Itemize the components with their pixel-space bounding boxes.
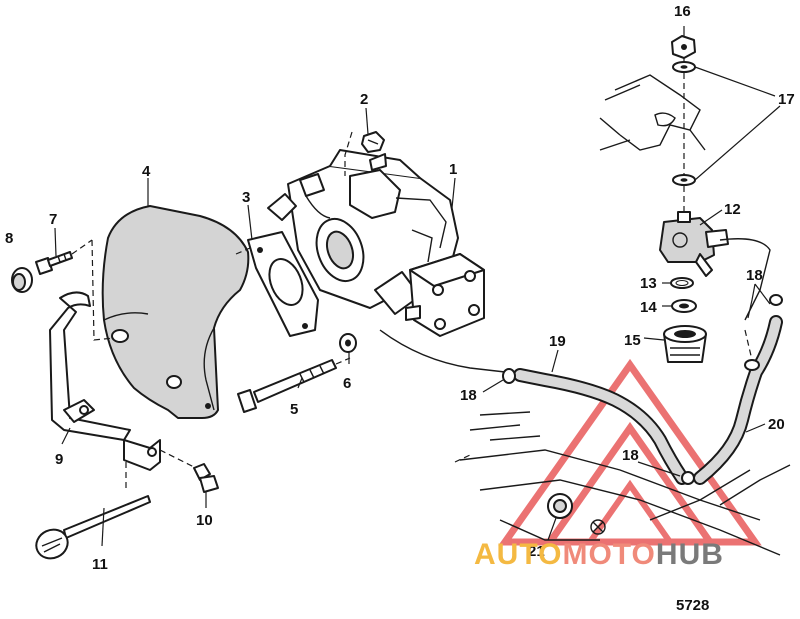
callout-19: 19 bbox=[549, 333, 566, 350]
part-13-o-ring bbox=[670, 277, 694, 289]
callout-17: 17 bbox=[778, 91, 795, 108]
part-5-bolt bbox=[237, 357, 351, 413]
watermark-moto: MOTO bbox=[562, 538, 655, 571]
callout-15: 15 bbox=[624, 332, 641, 349]
part-9-bracket bbox=[49, 291, 201, 492]
watermark-hub: HUB bbox=[656, 538, 724, 571]
part-19-fuel-hose bbox=[513, 368, 689, 485]
callout-18c: 18 bbox=[622, 447, 639, 464]
part-17-washers bbox=[672, 58, 696, 215]
callout-6: 6 bbox=[343, 375, 351, 392]
callout-5: 5 bbox=[290, 401, 298, 418]
callout-8: 8 bbox=[5, 230, 13, 247]
callout-2: 2 bbox=[360, 91, 368, 108]
part-21-grommet bbox=[547, 493, 573, 519]
callout-16: 16 bbox=[674, 3, 691, 20]
part-2-screw bbox=[344, 131, 385, 176]
watermark-auto: AUTO bbox=[474, 538, 562, 571]
callout-20: 20 bbox=[768, 416, 785, 433]
watermark-logo bbox=[498, 358, 762, 546]
watermark-text: AUTOMOTOHUB bbox=[474, 538, 724, 571]
part-8-plug bbox=[11, 267, 33, 293]
part-20-fuel-hose bbox=[693, 315, 783, 485]
drawing-number: 5728 bbox=[676, 597, 709, 614]
fuel-lines-thin bbox=[379, 238, 771, 373]
callout-1: 1 bbox=[449, 161, 457, 178]
callout-11: 11 bbox=[92, 556, 108, 573]
callout-13: 13 bbox=[640, 275, 657, 292]
callout-14: 14 bbox=[640, 299, 657, 316]
callout-10: 10 bbox=[196, 512, 213, 529]
callout-21: 21 bbox=[528, 543, 545, 560]
callout-3: 3 bbox=[242, 189, 250, 206]
carburetor-fuel-pump bbox=[405, 253, 485, 337]
engine-block-outline bbox=[454, 411, 791, 556]
callout-18b: 18 bbox=[460, 387, 477, 404]
callout-12: 12 bbox=[724, 201, 741, 218]
fuel-pump-mount-bracket bbox=[599, 74, 706, 151]
callout-labels: 1 2 3 4 5 6 7 8 9 10 11 12 13 14 15 16 1… bbox=[5, 3, 795, 573]
part-14-washer bbox=[671, 299, 697, 313]
part-7-bolt bbox=[35, 239, 93, 275]
part-11-choke-knob bbox=[35, 495, 151, 560]
svg-text:AUTOMOTOHUB: AUTOMOTOHUB bbox=[474, 538, 724, 571]
part-3-gasket bbox=[247, 231, 319, 337]
part-6-washer bbox=[339, 333, 357, 353]
part-10-fitting bbox=[193, 463, 219, 493]
callout-leader-lines bbox=[54, 26, 781, 547]
part-12-fuel-pump bbox=[659, 211, 729, 277]
callout-7: 7 bbox=[49, 211, 57, 228]
part-4-intake-cover bbox=[91, 205, 251, 419]
callout-18a: 18 bbox=[746, 267, 763, 284]
part-16-nut bbox=[671, 35, 696, 59]
callout-9: 9 bbox=[55, 451, 63, 468]
callout-4: 4 bbox=[142, 163, 151, 180]
part-15-fuel-filter bbox=[663, 325, 707, 363]
part-18-hose-clamps bbox=[502, 294, 783, 485]
